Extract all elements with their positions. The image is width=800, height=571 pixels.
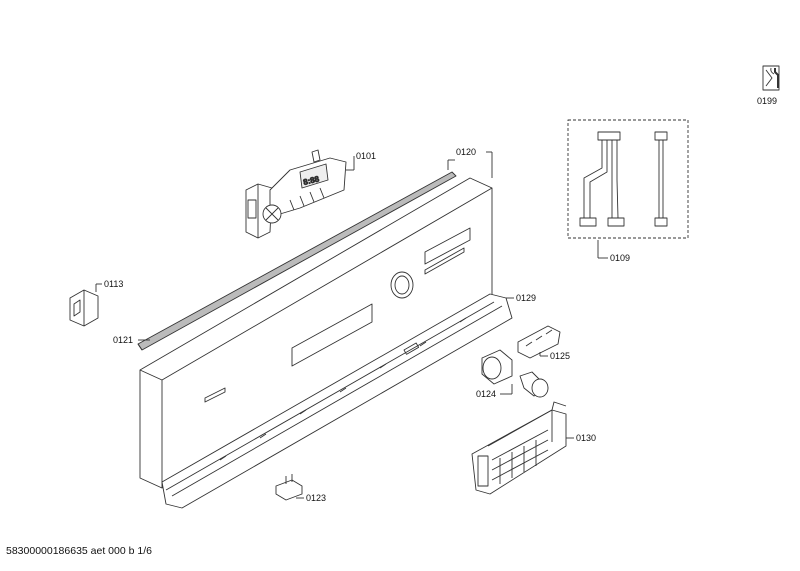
label-0121: 0121: [113, 335, 133, 345]
part-0109-wiring-kit: [567, 119, 689, 239]
service-icon-label: 0199: [757, 96, 777, 106]
document-id: 58300000186635 aet 000 b 1/6: [6, 545, 152, 557]
label-0124: 0124: [476, 389, 496, 399]
part-0125-switch: [517, 325, 561, 359]
label-0101: 0101: [356, 151, 376, 161]
part-0124-knob: [481, 349, 549, 398]
part-0121-seal-strip: [137, 171, 457, 351]
part-0113-bracket: [69, 289, 99, 327]
wrench-service-icon: [762, 65, 780, 91]
part-0120-control-panel: [139, 177, 493, 489]
label-0113: 0113: [104, 279, 123, 289]
label-0130: 0130: [576, 433, 596, 443]
label-0109: 0109: [610, 253, 630, 263]
svg-text:8:88: 8:88: [302, 174, 320, 187]
part-0101-control-module: 8:88: [245, 149, 347, 239]
label-0129: 0129: [516, 293, 536, 303]
part-0130-mount-bracket: [471, 401, 567, 495]
label-0123: 0123: [306, 493, 326, 503]
part-0129-bottom-rail: [161, 293, 513, 509]
part-0123-clip: [275, 474, 303, 501]
label-0120: 0120: [456, 147, 476, 157]
label-0125: 0125: [550, 351, 570, 361]
